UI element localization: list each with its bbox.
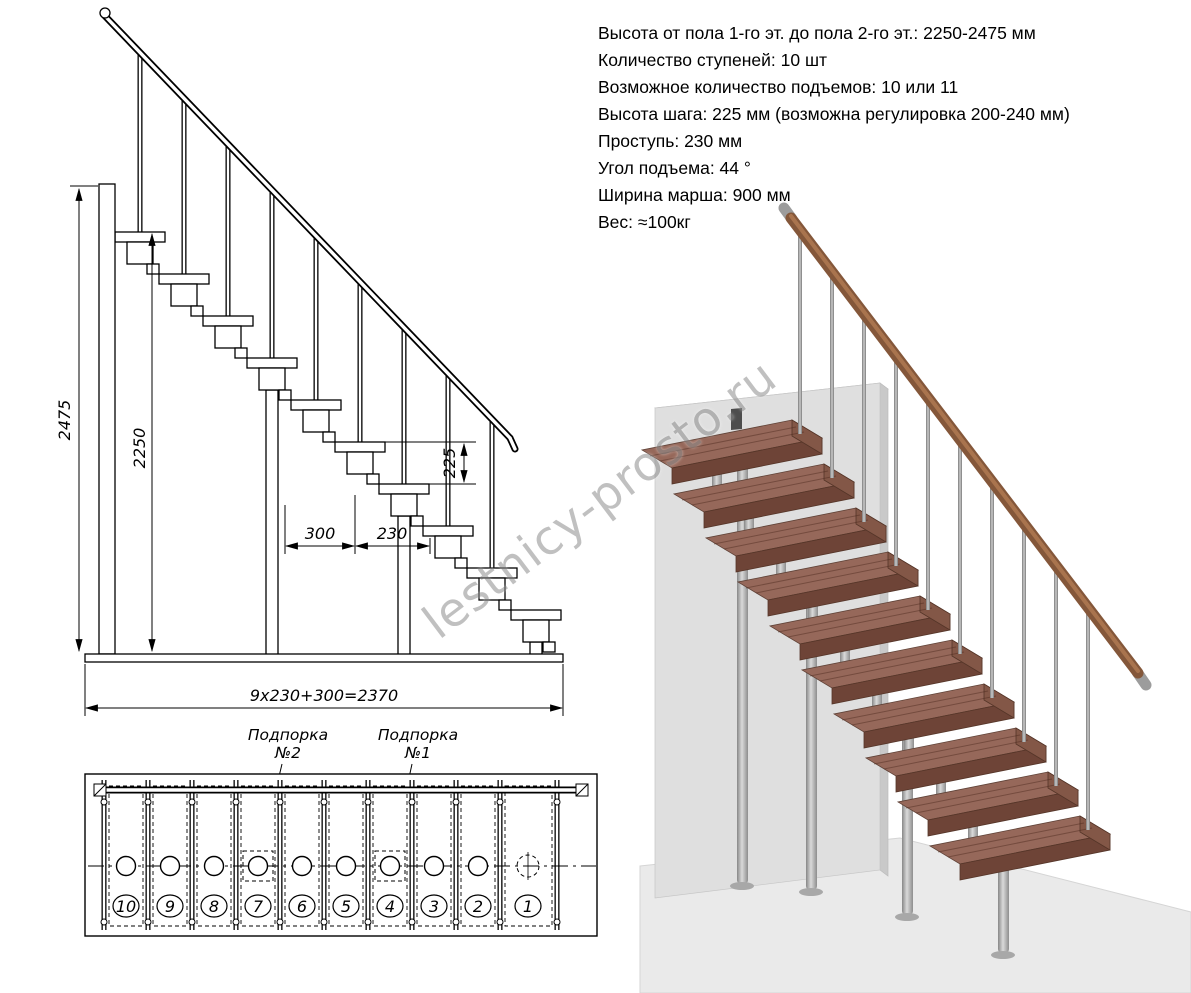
spec-line-width: Ширина марша: 900 мм — [598, 185, 791, 205]
plan-step-numbers: 10 9 8 7 6 5 4 3 2 1 — [112, 894, 542, 918]
elevation-step — [114, 231, 166, 275]
spec-line-rise-count: Возможное количество подъемов: 10 или 11 — [598, 77, 959, 97]
dim-riser-label: 225 — [440, 448, 459, 479]
support1-label-line1: Подпорка — [378, 726, 458, 744]
step-number-1: 1 — [523, 897, 533, 916]
plan-support-squares — [242, 850, 406, 882]
dim-run-230-label: 230 — [377, 524, 408, 543]
plan-drawing: Подпорка №2 Подпорка №1 — [84, 726, 598, 937]
plan-handrail-top — [93, 783, 589, 797]
elevation-floor-supports — [265, 389, 543, 656]
plan-hidden-edges — [108, 785, 553, 927]
handrail-finial — [99, 7, 111, 19]
bottom-step-post — [529, 641, 543, 656]
elevation-wall-post — [98, 183, 116, 655]
elevation-step — [202, 315, 254, 359]
spec-line-tread: Проступь: 230 мм — [598, 131, 743, 151]
plan-column-holes — [115, 855, 489, 877]
spec-line-weight: Вес: ≈100кг — [598, 212, 691, 232]
step-number-7: 7 — [253, 897, 264, 916]
dimension-total-height — [70, 185, 98, 653]
elevation-step — [466, 567, 518, 611]
handrail-3d — [778, 202, 1152, 691]
dimension-riser — [385, 441, 476, 485]
step-number-9: 9 — [165, 897, 175, 916]
dimension-runs — [284, 495, 431, 554]
elevation-step — [158, 273, 210, 317]
elevation-step — [334, 441, 386, 485]
elevation-handrail — [99, 7, 515, 449]
step-number-6: 6 — [297, 897, 307, 916]
plan-screws — [100, 798, 561, 926]
step-number-8: 8 — [209, 897, 219, 916]
wall-bracket — [731, 408, 742, 430]
render-3d — [639, 202, 1191, 993]
spec-line-step-count: Количество ступеней: 10 шт — [598, 50, 828, 70]
plan-step1-hole — [516, 852, 540, 880]
step-number-10: 10 — [116, 897, 136, 916]
step-number-4: 4 — [385, 897, 395, 916]
dim-run-300-label: 300 — [305, 524, 336, 543]
support2-label-line2: №2 — [274, 744, 301, 762]
elevation-floor — [84, 653, 564, 663]
step-number-2: 2 — [473, 897, 483, 916]
spec-line-height-range: Высота от пола 1-го эт. до пола 2-го эт.… — [598, 23, 1036, 43]
elevation-step — [290, 399, 342, 443]
dimension-total-run — [84, 664, 564, 716]
spec-line-angle: Угол подъема: 44 ° — [598, 158, 751, 178]
step-number-5: 5 — [341, 897, 351, 916]
support-2-post — [265, 389, 279, 656]
dim-total-run-label: 9x230+300=2370 — [250, 686, 398, 705]
step-number-3: 3 — [429, 897, 439, 916]
steps-3d — [641, 419, 1111, 881]
dim-total-height-label: 2475 — [55, 400, 74, 441]
specs-block: Высота от пола 1-го эт. до пола 2-го эт.… — [598, 20, 1188, 236]
support1-label-line2: №1 — [404, 744, 431, 762]
elevation-drawing: 2475 2250 225 300 230 9x230+300=2370 — [55, 7, 564, 716]
support2-label-line1: Подпорка — [248, 726, 328, 744]
spec-line-step-height: Высота шага: 225 мм (возможна регулировк… — [598, 104, 1070, 124]
dim-clear-height-label: 2250 — [130, 428, 149, 469]
